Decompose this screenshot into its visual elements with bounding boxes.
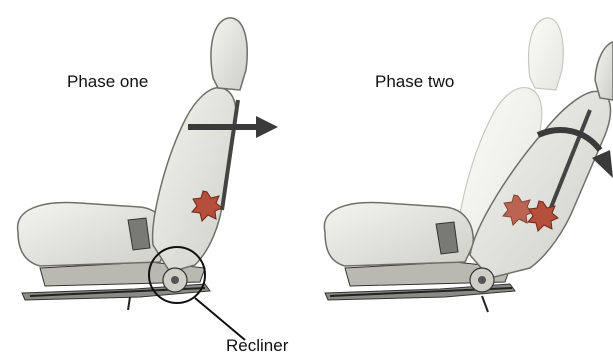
phase-one-label: Phase one xyxy=(67,72,148,92)
headrest-phase-one xyxy=(211,18,247,90)
headrest-phase-two xyxy=(595,42,613,100)
ghost-headrest-phase-two xyxy=(529,18,564,90)
seat-phase-one xyxy=(18,18,278,340)
recliner-mechanism-phase-two xyxy=(470,268,494,292)
recliner-label: Recliner xyxy=(226,336,288,356)
backrest-phase-one xyxy=(153,88,237,272)
phase-two-label: Phase two xyxy=(375,72,454,92)
recliner-leader-line xyxy=(195,298,245,340)
recliner-mechanism-phase-one xyxy=(163,268,187,292)
seat-phase-two xyxy=(324,18,613,312)
